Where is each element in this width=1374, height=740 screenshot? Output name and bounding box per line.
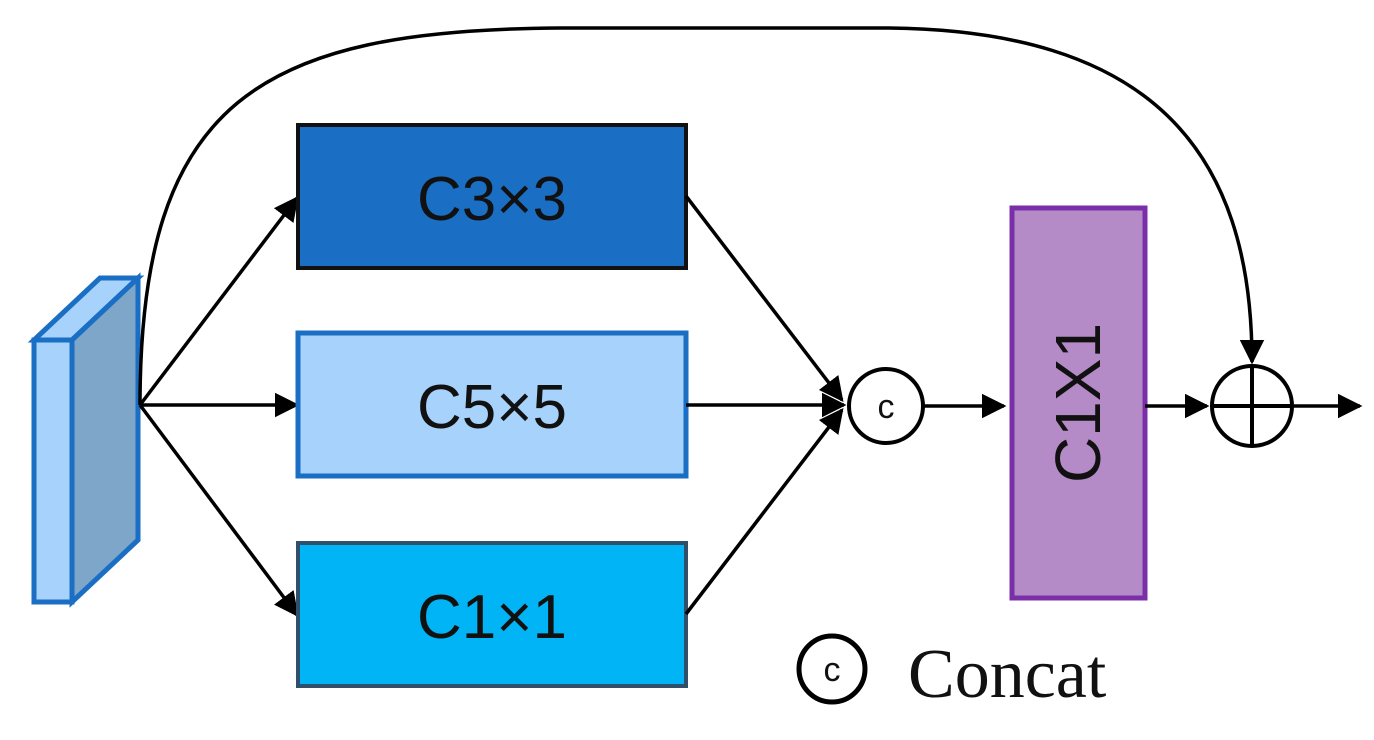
conv1x1-block: C1×1 bbox=[296, 541, 688, 688]
conv5x5-block: C5×5 bbox=[295, 330, 689, 479]
merge-arrow-bottom bbox=[684, 408, 844, 616]
output-conv1x1-label: C1X1 bbox=[1042, 323, 1114, 483]
conv1x1-label: C1×1 bbox=[417, 583, 567, 652]
legend-concat-symbol: c bbox=[824, 651, 841, 689]
legend: c Concat bbox=[796, 633, 1107, 713]
output-conv1x1-block: C1X1 bbox=[1009, 205, 1148, 601]
branch-arrow-top bbox=[138, 196, 299, 407]
concat-node-symbol: c bbox=[878, 388, 895, 426]
skip-connection-arrow bbox=[138, 26, 1265, 406]
conv3x3-block: C3×3 bbox=[296, 123, 688, 270]
conv3x3-label: C3×3 bbox=[417, 165, 567, 234]
add-node bbox=[1210, 364, 1294, 448]
legend-concat-symbol-circle bbox=[796, 633, 868, 705]
conv5x5-label: C5×5 bbox=[417, 373, 567, 442]
input-tensor-front bbox=[31, 337, 75, 605]
input-tensor bbox=[27, 272, 145, 608]
branch-arrow-bottom bbox=[138, 403, 299, 617]
merge-arrow-top bbox=[684, 194, 844, 402]
concat-node: c bbox=[847, 367, 925, 445]
legend-concat-label: Concat bbox=[908, 636, 1107, 713]
